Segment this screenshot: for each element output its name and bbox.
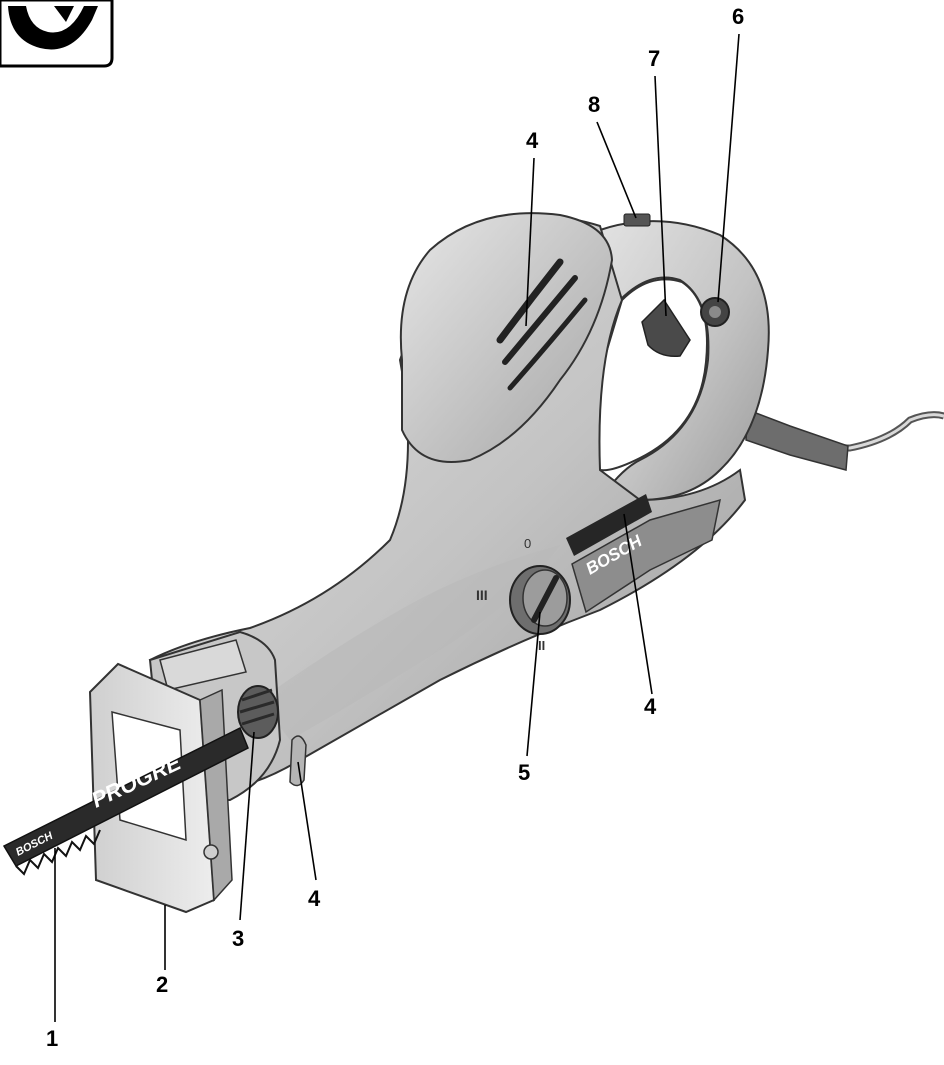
air-vent-side xyxy=(566,494,652,556)
power-cord xyxy=(745,408,944,471)
eco-recycle-icon xyxy=(0,0,114,68)
stroke-rate-dial: III II 0 xyxy=(476,536,571,653)
dial-mark-low: II xyxy=(538,638,545,653)
callout-number-4-top: 4 xyxy=(526,128,539,153)
switch-lock-button xyxy=(700,297,730,327)
callout-labels: 1 2 3 4 4 4 5 6 7 8 xyxy=(46,4,744,1051)
callout-number-1: 1 xyxy=(46,1026,58,1051)
dial-mark-top: 0 xyxy=(524,536,531,551)
air-vent-front xyxy=(289,735,307,787)
callout-number-4-front: 4 xyxy=(308,886,321,911)
callout-number-8: 8 xyxy=(588,92,600,117)
saw-housing xyxy=(148,212,770,792)
blade-clamp-sleeve xyxy=(237,685,279,739)
callout-number-5: 5 xyxy=(518,760,530,785)
on-off-switch xyxy=(641,298,691,358)
air-vent-top xyxy=(496,258,588,391)
callout-number-2: 2 xyxy=(156,972,168,997)
dial-mark-high: III xyxy=(476,587,488,603)
callout-number-7: 7 xyxy=(648,46,660,71)
callout-leaders xyxy=(54,33,740,1022)
callout-number-3: 3 xyxy=(232,926,244,951)
callout-number-4-side: 4 xyxy=(644,694,657,719)
callout-number-6: 6 xyxy=(732,4,744,29)
air-outlet-top xyxy=(623,213,651,227)
